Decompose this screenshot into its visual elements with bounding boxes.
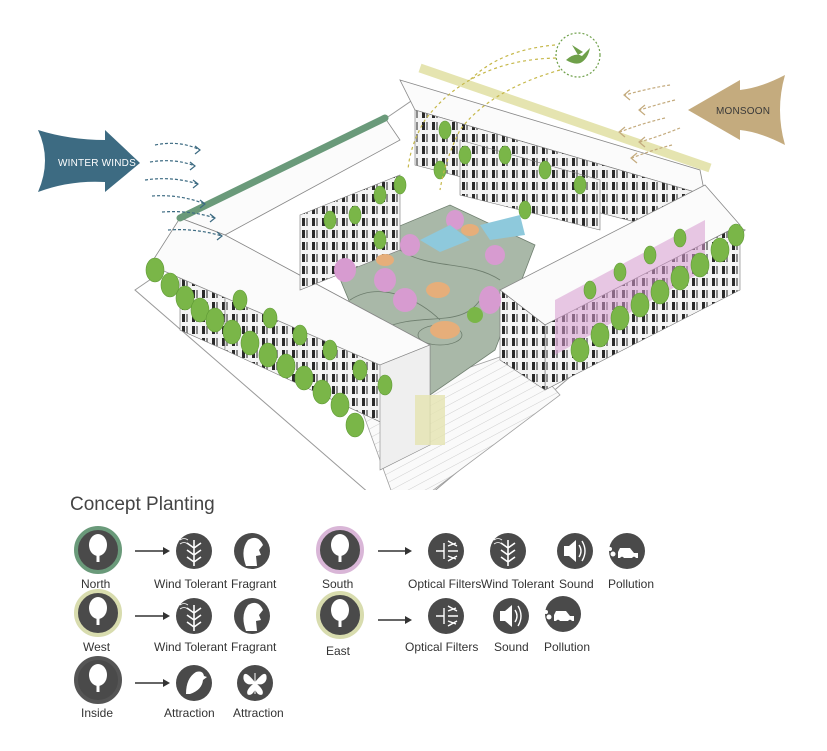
benefit-label: Sound	[559, 577, 594, 591]
optical-filters-icon	[428, 598, 464, 634]
benefit-label: Pollution	[544, 640, 591, 654]
monsoon-arrow: MONSOON	[688, 75, 785, 145]
fragrant-icon	[234, 598, 270, 634]
zone-label-inside: Inside	[81, 706, 114, 720]
benefit-label: Wind Tolerant	[154, 640, 228, 654]
pollution-icon	[608, 533, 645, 569]
zone-label-south: South	[322, 577, 354, 591]
optical-filters-icon	[428, 533, 464, 569]
winter-winds-arrow: WINTER WINDS	[38, 130, 140, 192]
monsoon-gust-heads	[618, 89, 646, 164]
wind-tolerant-icon	[176, 598, 212, 634]
wind-gust-lines	[144, 142, 223, 237]
north-tree-icon	[74, 526, 122, 574]
zone-label-north: North	[81, 577, 111, 591]
east-building-inner	[499, 289, 546, 391]
west-wind-screen	[176, 114, 389, 222]
sound-icon	[493, 598, 529, 634]
benefit-label: Optical Filters	[408, 577, 482, 591]
north-yellow-screen	[418, 63, 712, 173]
winter-winds-label: WINTER WINDS	[58, 158, 136, 169]
bird-attraction-icon	[176, 665, 212, 701]
bird-flight-paths	[407, 44, 561, 191]
courtyard-blooms	[334, 210, 525, 339]
fragrant-icon	[234, 533, 270, 569]
benefit-label: Attraction	[164, 706, 215, 720]
butterfly-attraction-icon	[237, 665, 273, 701]
site-axonometric: WINTER WINDS MONSOON	[38, 32, 785, 490]
pollution-icon	[544, 596, 581, 632]
north-inner-facade	[459, 139, 601, 231]
south-tree-icon	[316, 526, 364, 574]
bird-icon	[555, 32, 601, 78]
monsoon-label: MONSOON	[716, 106, 770, 117]
benefit-label: Sound	[494, 640, 529, 654]
benefit-label: Fragrant	[231, 640, 277, 654]
inner-west-facade	[299, 174, 401, 291]
benefit-label: Wind Tolerant	[481, 577, 555, 591]
legend-title: Concept Planting	[70, 494, 215, 515]
benefit-label: Optical Filters	[405, 640, 479, 654]
legend-arrows	[135, 547, 412, 687]
wind-tolerant-icon	[490, 533, 526, 569]
sound-icon	[557, 533, 593, 569]
west-tree-icon	[74, 589, 122, 637]
benefit-label: Pollution	[608, 577, 655, 591]
west-tree-row	[145, 257, 393, 438]
benefit-label: Fragrant	[231, 577, 277, 591]
benefit-label: Wind Tolerant	[154, 577, 228, 591]
zone-label-west: West	[83, 640, 111, 654]
wind-tolerant-icon	[176, 533, 212, 569]
east-tree-row	[570, 223, 745, 363]
east-tree-icon	[316, 591, 364, 639]
inner-trees	[323, 120, 587, 250]
monsoon-gust-lines	[619, 84, 681, 159]
benefit-label: Attraction	[233, 706, 284, 720]
zone-label-east: East	[326, 644, 351, 658]
east-pink-screen	[555, 220, 705, 355]
inside-tree-icon	[74, 656, 122, 704]
wind-gust-heads	[189, 145, 223, 241]
